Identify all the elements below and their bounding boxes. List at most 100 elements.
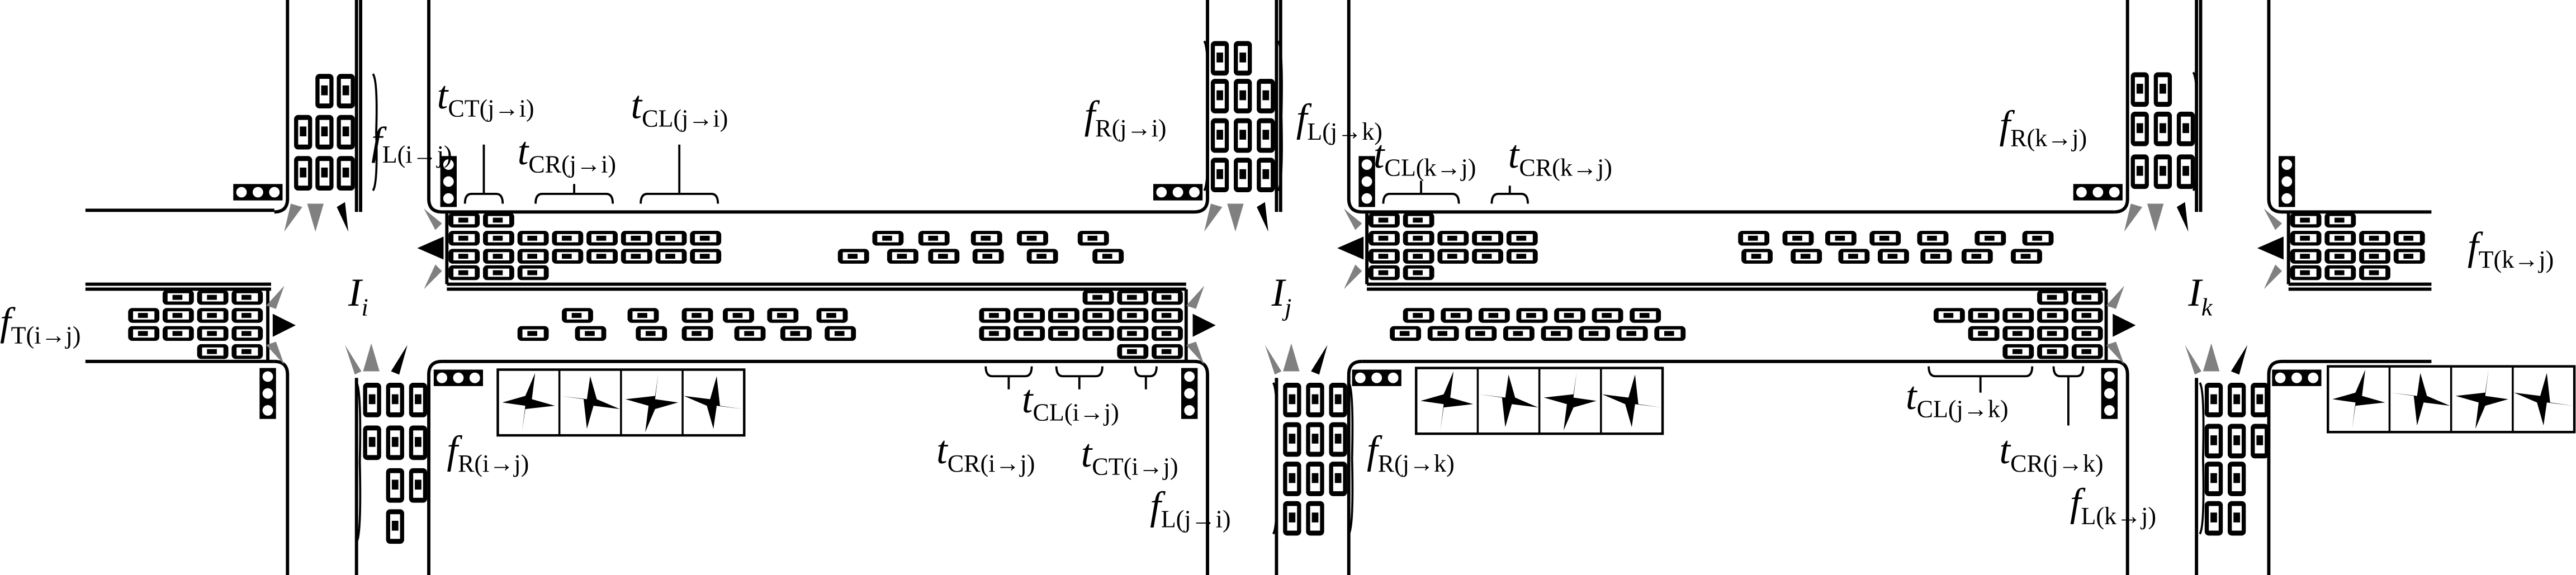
vehicle bbox=[586, 231, 618, 246]
phase-turn-arrow bbox=[1543, 371, 1597, 431]
vehicle-roof bbox=[692, 331, 702, 336]
vehicle-roof bbox=[1413, 217, 1423, 223]
traffic-light-lamp bbox=[2091, 186, 2105, 199]
vehicle-roof bbox=[207, 331, 217, 336]
bracket bbox=[1055, 366, 1104, 389]
vehicle-roof bbox=[2032, 235, 2042, 241]
vehicle bbox=[2037, 344, 2068, 359]
vehicle bbox=[231, 289, 263, 305]
vehicle-roof bbox=[321, 126, 328, 137]
vehicle bbox=[780, 326, 812, 341]
road-edge bbox=[427, 359, 442, 575]
vehicle-roof bbox=[562, 235, 572, 241]
traffic-light bbox=[2272, 369, 2322, 386]
road-edge bbox=[2267, 0, 2283, 214]
vehicle bbox=[1234, 41, 1252, 76]
vehicle-roof bbox=[2136, 165, 2143, 176]
traffic-light-lamp bbox=[2307, 371, 2320, 384]
vehicle bbox=[979, 326, 1011, 341]
vehicle-roof bbox=[1887, 254, 1898, 259]
vehicle-roof bbox=[1092, 331, 1102, 336]
vehicle bbox=[1472, 249, 1503, 264]
vehicle bbox=[1403, 308, 1434, 323]
vehicle-roof bbox=[2233, 512, 2241, 522]
vehicle-roof bbox=[989, 331, 999, 336]
phase-arrows-icon bbox=[2514, 373, 2573, 426]
vehicle-roof bbox=[321, 85, 328, 96]
vehicle bbox=[1738, 231, 1770, 246]
vehicle bbox=[1403, 265, 1434, 281]
vehicle bbox=[448, 231, 480, 246]
vehicle-roof bbox=[1378, 217, 1389, 223]
vehicle-roof bbox=[692, 313, 702, 318]
vehicle-roof bbox=[1447, 235, 1457, 241]
vehicle bbox=[128, 326, 160, 341]
vehicle bbox=[197, 308, 229, 323]
label-f-R-k-j: fR(k→j) bbox=[1999, 103, 2087, 152]
vehicle bbox=[2290, 231, 2322, 246]
vehicle bbox=[517, 326, 549, 341]
vehicle bbox=[1283, 422, 1301, 457]
vehicle-roof bbox=[882, 235, 892, 241]
movement-arrow-icon bbox=[1343, 264, 1362, 289]
intersection-label-j: Ij bbox=[1271, 271, 1292, 321]
vehicle bbox=[1152, 344, 1183, 359]
vehicle-roof bbox=[1161, 313, 1172, 318]
vehicle-roof bbox=[1413, 254, 1423, 259]
vehicle bbox=[1654, 326, 1686, 341]
vehicle bbox=[386, 509, 404, 544]
traffic-light-lamp bbox=[2075, 186, 2089, 199]
vehicle bbox=[655, 249, 687, 264]
vehicle-roof bbox=[847, 254, 858, 259]
vehicle-roof bbox=[527, 235, 537, 241]
vehicle-roof bbox=[2047, 331, 2057, 336]
movement-arrow-icon bbox=[2106, 341, 2124, 365]
vehicle bbox=[1968, 308, 2000, 323]
movement-arrow-icon bbox=[2176, 202, 2189, 232]
brace bbox=[1203, 40, 1209, 192]
vehicle bbox=[2071, 289, 2103, 305]
vehicle-roof bbox=[2136, 83, 2143, 94]
vehicle bbox=[363, 425, 381, 460]
vehicle bbox=[517, 231, 549, 246]
vehicle bbox=[386, 383, 404, 417]
vehicle bbox=[2071, 326, 2103, 341]
vehicle-roof bbox=[2210, 512, 2217, 522]
vehicle bbox=[2324, 249, 2356, 264]
vehicle-roof bbox=[1413, 270, 1423, 275]
signal-phase-box bbox=[2327, 365, 2576, 434]
vehicle-roof bbox=[242, 294, 252, 300]
movement-arrow-icon bbox=[272, 313, 296, 337]
vehicle-roof bbox=[631, 254, 641, 259]
vehicle bbox=[681, 326, 713, 341]
vehicle-roof bbox=[1588, 331, 1599, 336]
vehicle bbox=[1283, 383, 1301, 417]
vehicle-roof bbox=[1378, 270, 1389, 275]
phase-arrows-icon bbox=[1420, 371, 1474, 431]
bracket bbox=[1134, 366, 1158, 389]
phase-turn-arrow bbox=[2514, 373, 2573, 426]
vehicle-roof bbox=[989, 313, 999, 318]
vehicle-roof bbox=[1943, 313, 1954, 318]
vehicle bbox=[294, 115, 312, 150]
vehicle-roof bbox=[1058, 331, 1068, 336]
vehicle bbox=[872, 231, 904, 246]
vehicle bbox=[1579, 326, 1610, 341]
movement-arrow-icon bbox=[1257, 202, 1268, 232]
vehicle-roof bbox=[207, 294, 217, 300]
vehicle-roof bbox=[1516, 254, 1527, 259]
vehicle-roof bbox=[493, 254, 503, 259]
vehicle-roof bbox=[1289, 512, 1296, 522]
vehicle bbox=[1403, 212, 1434, 228]
vehicle-roof bbox=[2160, 123, 2166, 134]
vehicle bbox=[2011, 249, 2042, 264]
traffic-light-lamp bbox=[1360, 158, 1374, 172]
vehicle-roof bbox=[2300, 254, 2310, 259]
traffic-light-lamp bbox=[2103, 403, 2116, 417]
vehicle bbox=[1782, 231, 1814, 246]
vehicle-roof bbox=[2081, 313, 2092, 318]
traffic-light-lamp bbox=[452, 371, 465, 384]
vehicle-roof bbox=[242, 349, 252, 354]
vehicle-roof bbox=[458, 270, 468, 275]
